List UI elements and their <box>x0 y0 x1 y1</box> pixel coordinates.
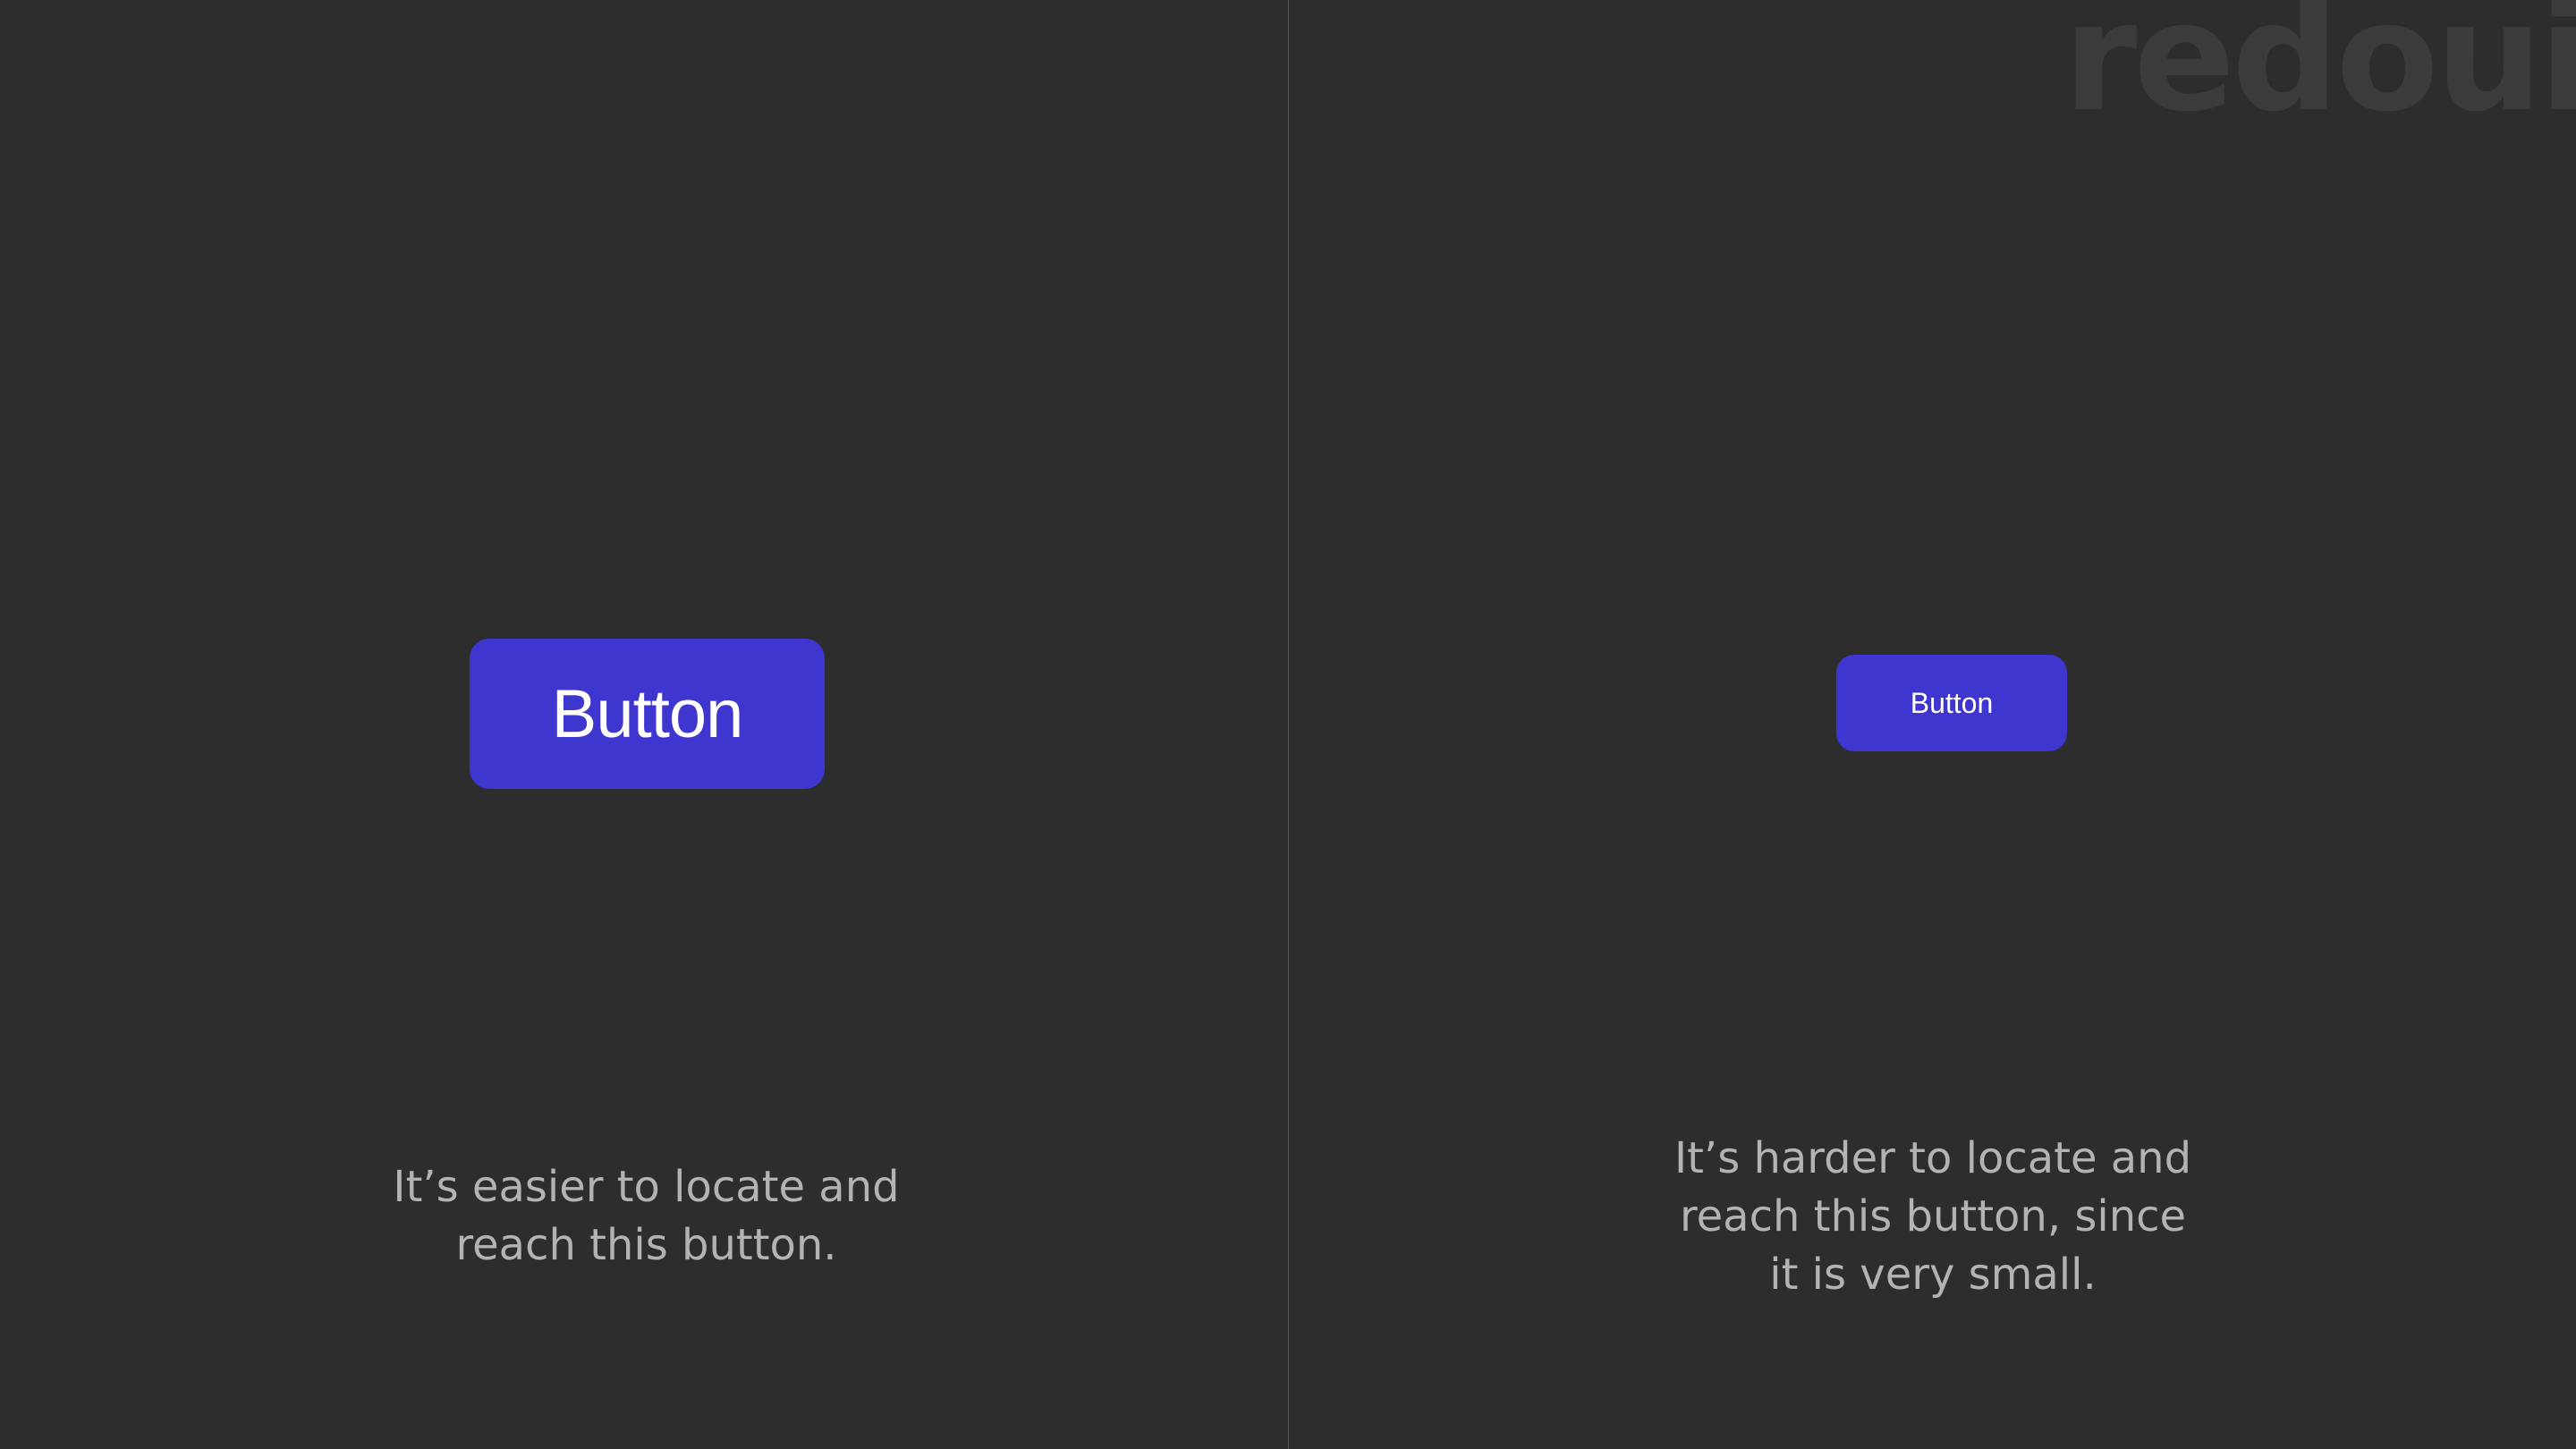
right-caption-line: It’s harder to locate and <box>1674 1133 2192 1183</box>
left-caption-line: It’s easier to locate and <box>393 1162 900 1212</box>
right-caption-line: reach this button, since <box>1679 1191 2187 1241</box>
right-caption-line: it is very small. <box>1769 1250 2097 1300</box>
right-caption: It’s harder to locate and reach this but… <box>1557 1130 2309 1304</box>
left-panel: Button It’s easier to locate and reach t… <box>268 639 1024 1275</box>
left-caption: It’s easier to locate and reach this but… <box>268 1158 1024 1275</box>
large-button[interactable]: Button <box>470 639 825 789</box>
panel-divider <box>1288 0 1289 1449</box>
right-panel: redoui Button It’s harder to locate and … <box>1289 0 2576 1449</box>
small-button[interactable]: Button <box>1836 655 2067 751</box>
redoui-watermark-logo: redoui <box>2063 0 2576 145</box>
left-caption-line: reach this button. <box>455 1220 837 1270</box>
